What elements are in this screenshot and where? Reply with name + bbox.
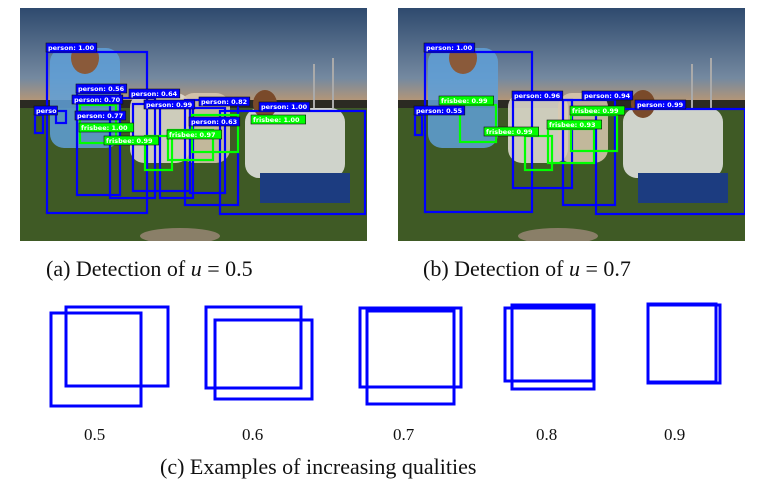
person-legs <box>260 173 350 203</box>
detection-label-bg <box>423 42 476 53</box>
goal-post <box>691 64 693 108</box>
detection-label: person: 0.56 <box>78 85 125 93</box>
quality-label: 0.5 <box>84 425 106 444</box>
quality-label: 0.7 <box>393 425 415 444</box>
detection-label-bg <box>33 105 58 116</box>
detection-label-bg <box>103 135 160 146</box>
caption-a-var: u <box>190 256 202 281</box>
detection-label-bg <box>413 105 466 116</box>
person-figure <box>623 108 723 178</box>
detection-label: person: 0.64 <box>131 90 178 98</box>
bottom-caption: (c) Examples of increasing qualities <box>160 454 477 479</box>
detection-label-bg <box>198 96 251 107</box>
detection-label: person: 0.99 <box>637 101 684 109</box>
detection-label: person: 0.82 <box>201 98 247 106</box>
detection-image-u07: person: 1.00 person: 0.55 person: 0.96 pers… <box>398 8 745 241</box>
detection-label: person: 0.63 <box>191 118 237 126</box>
proposal-box <box>646 303 722 385</box>
detection-image-u05: person: 1.00 person: 0.56 person: 0.64 pers… <box>20 8 367 241</box>
detection-label: person: 1.00 <box>48 44 95 52</box>
detection-label-bg <box>634 99 687 110</box>
detection-label: person: 1.00 <box>426 44 473 52</box>
quality-label: 0.6 <box>242 425 264 444</box>
caption-b-var: u <box>569 256 580 281</box>
person-box <box>188 106 227 195</box>
detection-label-bg <box>438 95 495 106</box>
dirt-patch <box>518 228 598 241</box>
detection-label: frisbee: 0.99 <box>441 97 488 105</box>
ground-truth-box <box>204 305 303 390</box>
caption-b: (b) Detection of u = 0.7 <box>423 256 631 282</box>
quality-label: 0.8 <box>536 425 558 444</box>
detection-label: person: 0.55 <box>416 107 463 115</box>
caption-a-eq: = 0.5 <box>201 256 253 281</box>
proposal-box <box>64 305 170 388</box>
caption-b-text: (b) Detection of <box>423 256 569 281</box>
detection-label: frisbee: 1.00 <box>81 124 128 132</box>
detection-label-bg <box>258 101 311 112</box>
caption-a: (a) Detection of u = 0.5 <box>46 256 253 282</box>
detection-label: perso <box>36 107 57 115</box>
detection-label: person: 0.77 <box>77 112 123 120</box>
dirt-patch <box>140 228 220 241</box>
proposal-box <box>365 309 456 406</box>
detection-label: frisbee: 0.99 <box>572 107 619 115</box>
detection-label: person: 0.99 <box>146 101 193 109</box>
ground-truth-box <box>358 306 463 389</box>
detection-label-bg <box>569 105 626 116</box>
quality-examples <box>49 302 722 408</box>
goal-post <box>710 58 712 108</box>
detection-label-bg <box>546 119 603 130</box>
detection-label-bg <box>166 129 223 140</box>
detection-label-bg <box>143 99 196 110</box>
person-figure <box>245 108 345 178</box>
detection-label: frisbee: 1.00 <box>253 116 300 124</box>
detection-label-bg <box>75 83 128 94</box>
detection-label-bg <box>250 114 307 125</box>
detection-label-bg <box>74 110 127 121</box>
goal-post <box>313 64 315 108</box>
proposal-box <box>213 318 314 401</box>
person-legs <box>638 173 728 203</box>
detection-label: frisbee: 0.99 <box>106 137 153 145</box>
quality-label: 0.9 <box>664 425 686 444</box>
caption-b-eq: = 0.7 <box>580 256 631 281</box>
detection-label-bg <box>188 116 241 127</box>
detection-label: person: 0.96 <box>514 92 561 100</box>
detection-label: person: 0.70 <box>74 96 121 104</box>
detection-label: frisbee: 0.93 <box>549 121 596 129</box>
detection-label: person: 1.00 <box>261 103 308 111</box>
ground-truth-box <box>646 302 718 384</box>
caption-a-text: (a) Detection of <box>46 256 191 281</box>
detection-label-bg <box>483 126 540 137</box>
detection-label-bg <box>128 88 181 99</box>
detection-label-bg <box>78 122 135 133</box>
detection-label: frisbee: 0.97 <box>169 131 216 139</box>
detection-label-bg <box>71 94 124 105</box>
detection-label: frisbee: 0.99 <box>486 128 533 136</box>
ground-truth-box <box>503 306 595 383</box>
goal-post <box>332 58 334 108</box>
proposal-box <box>510 303 596 391</box>
detection-label-bg <box>581 90 634 101</box>
detection-label-bg <box>511 90 564 101</box>
ground-truth-box <box>49 311 143 408</box>
person-box <box>54 109 68 125</box>
detection-label: person: 0.94 <box>584 92 631 100</box>
detection-label-bg <box>45 42 98 53</box>
